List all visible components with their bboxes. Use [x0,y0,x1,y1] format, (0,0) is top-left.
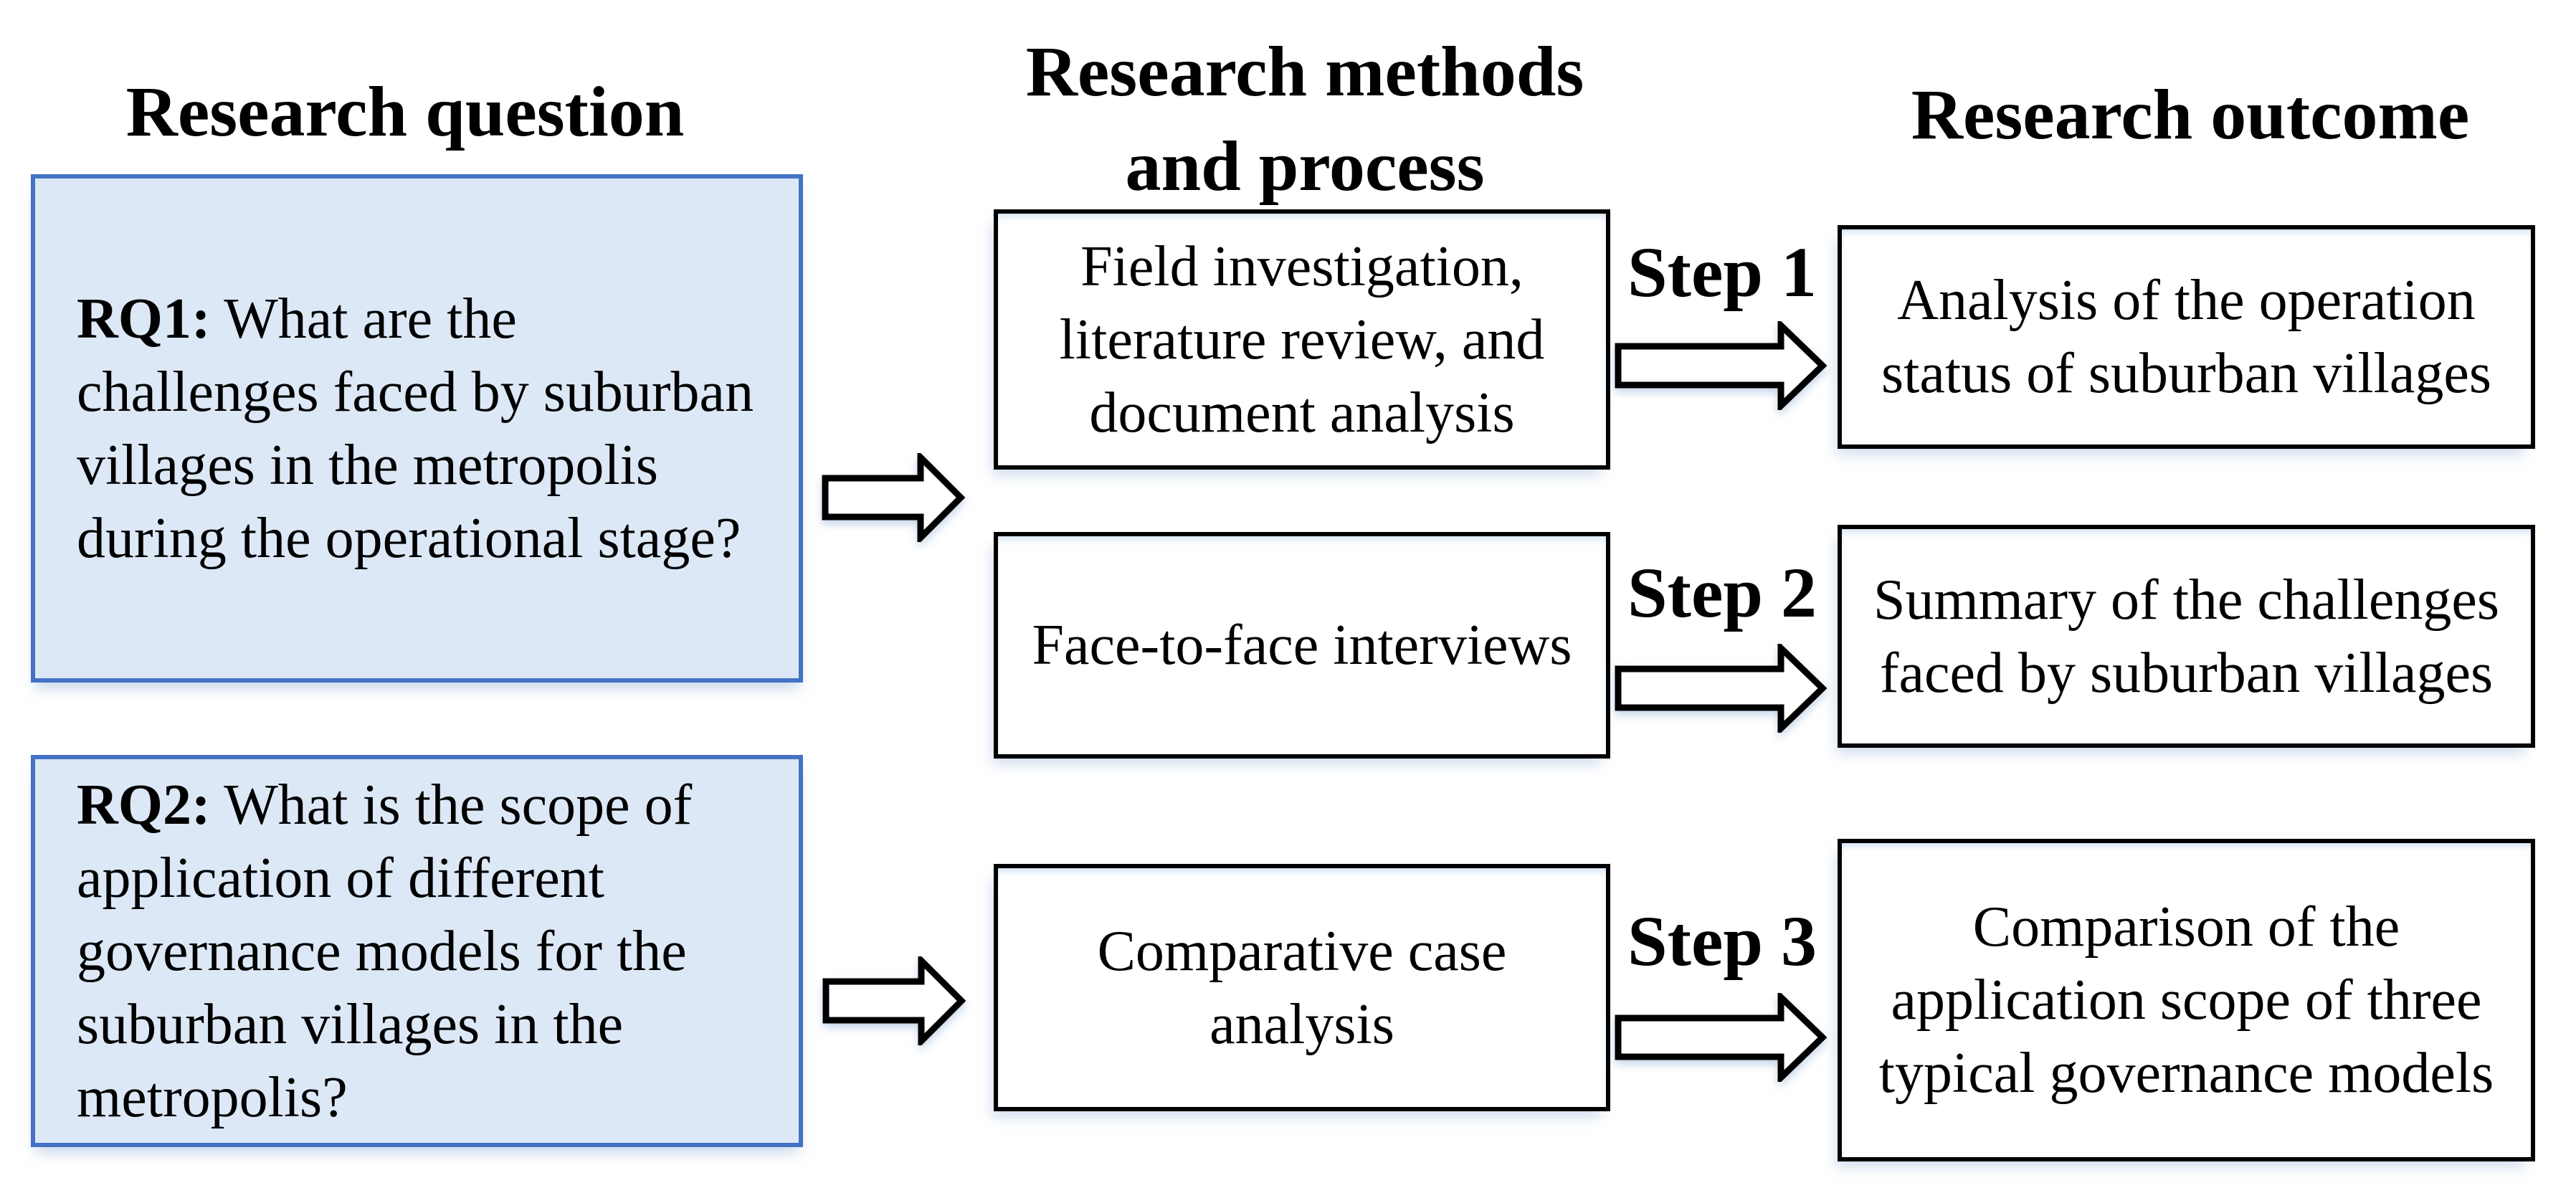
text-line: document analysis [1089,381,1515,445]
text-line: typical governance models [1878,1042,2494,1105]
step-1-arrow-icon [1615,321,1827,410]
rq1-box: RQ1: What are the challenges faced by su… [31,174,803,683]
rq1-first-line-rest: What are the [210,287,517,351]
header-line: and process [1125,126,1485,206]
text-line: metropolis? [77,1065,348,1129]
method-box-interviews: Face-to-face interviews [994,532,1610,759]
rq2-first-line-rest: What is the scope of [210,773,693,837]
rq1-to-methods-arrow-icon [822,453,965,542]
rq2-to-methods-arrow-icon [822,956,966,1045]
header-line: Research methods [1025,32,1584,111]
method-box-field-investigation: Field investigation, literature review, … [994,209,1610,470]
text-line: analysis [1209,992,1394,1056]
text-line: RQ2: What is the scope of [77,769,770,842]
text-line: Comparative case [1097,919,1507,983]
text-line: governance models for the [77,919,687,983]
outcome-box-challenges-summary: Summary of the challenges faced by subur… [1838,525,2535,748]
text-line: during the operational stage? [77,506,741,570]
text-line: Field investigation, [1080,234,1524,298]
rq2-label: RQ2: [77,773,211,837]
column-header-research-question: Research question [125,72,685,151]
step-2-arrow-icon [1615,644,1827,733]
step-3-arrow-icon [1615,993,1827,1082]
text-line: faced by suburban villages [1879,641,2494,705]
text-line: application of different [77,846,605,910]
text-line: Face-to-face interviews [1032,614,1572,677]
text-line: Analysis of the operation [1897,269,2476,332]
text-line: Comparison of the [1972,895,2400,959]
step-1-label: Step 1 [1627,232,1817,312]
text-line: application scope of three [1891,969,2482,1032]
outcome-box-operation-status: Analysis of the operation status of subu… [1838,225,2535,449]
column-header-research-outcome: Research outcome [1911,75,2470,154]
outcome-box-models-comparison: Comparison of the application scope of t… [1838,839,2535,1161]
text-line: villages in the metropolis [77,433,658,497]
method-box-comparative-case: Comparative case analysis [994,864,1610,1111]
column-header-research-methods: Research methods and process [946,24,1663,214]
step-3-label: Step 3 [1627,901,1817,981]
text-line: status of suburban villages [1881,342,2491,405]
text-line: Summary of the challenges [1873,568,2500,632]
rq2-box: RQ2: What is the scope of application of… [31,755,803,1147]
text-line: suburban villages in the [77,992,624,1056]
text-line: literature review, and [1059,308,1545,371]
step-2-label: Step 2 [1627,553,1817,632]
text-line: RQ1: What are the [77,282,770,356]
text-line: challenges faced by suburban [77,360,754,424]
rq1-label: RQ1: [77,287,211,351]
